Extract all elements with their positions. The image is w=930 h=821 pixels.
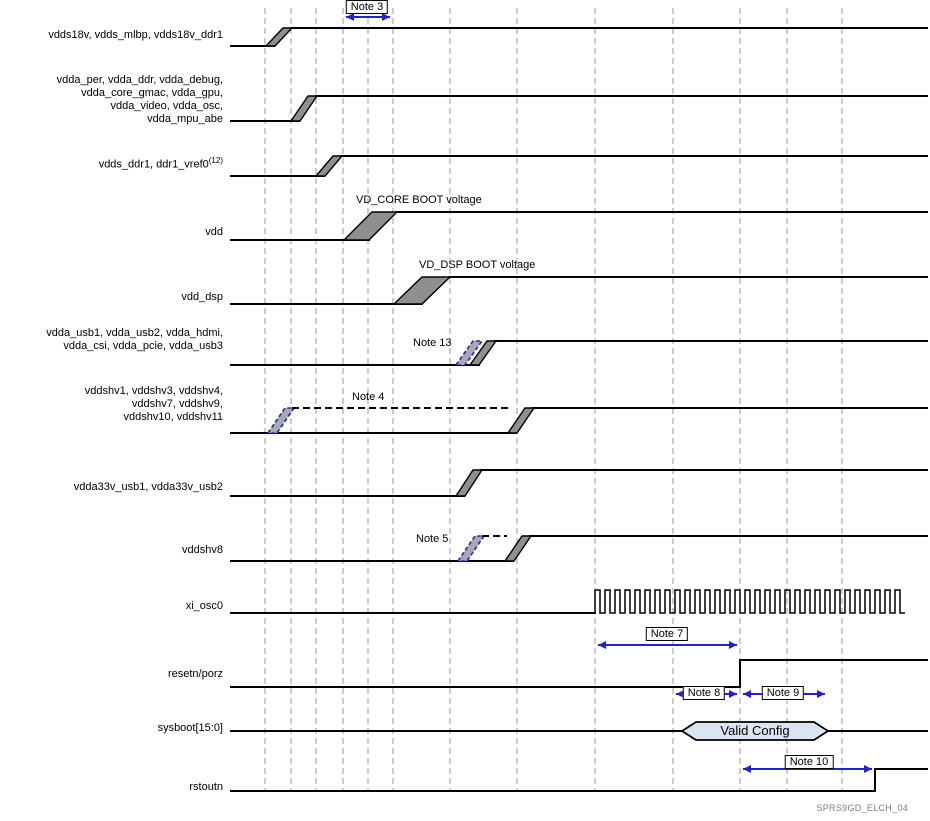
waveform-resetn-porz <box>230 659 928 688</box>
signal-label-superscript: (12) <box>208 156 223 165</box>
signal-label-vdds18v: vdds18v, vdds_mlbp, vdds18v_ddr1 <box>48 29 223 41</box>
note4-label: Note 4 <box>352 391 385 403</box>
waveform-vdda-usb-group <box>230 340 928 366</box>
signal-label-resetn-porz: resetn/porz <box>167 668 223 680</box>
signal-label-vddshv: vddshv1, vddshv3, vddshv4, vddshv7, vdds… <box>84 385 223 423</box>
signal-label-sysboot: sysboot[15:0] <box>157 722 223 734</box>
signal-label-vdda-per: vdda_per, vdda_ddr, vdda_debug, vdda_cor… <box>56 74 223 125</box>
waveform-vdd <box>230 211 928 241</box>
waveform-rstoutn <box>230 768 928 792</box>
signal-label-vddshv8: vddshv8 <box>182 544 223 556</box>
signal-label-vdd: vdd <box>205 226 223 238</box>
vd-core-boot-voltage-label: VD_CORE BOOT voltage <box>356 194 482 206</box>
waveform-vddshv8 <box>230 535 928 562</box>
waveform-vdda33v-usb <box>230 469 928 497</box>
sysboot-valid-config-value: Valid Config <box>720 723 790 738</box>
signal-label-vdda33v-usb: vdda33v_usb1, vdda33v_usb2 <box>73 481 223 493</box>
waveform-vdda-per-group <box>230 95 928 122</box>
note13-label: Note 13 <box>413 337 452 349</box>
signal-label-vdds-ddr1: vdds_ddr1, ddr1_vref0(12) <box>0 154 223 172</box>
figure-id-watermark: SPRS9GD_ELCH_04 <box>816 803 908 813</box>
signal-label-xi-osc0: xi_osc0 <box>185 600 223 612</box>
signal-label-rstoutn: rstoutn <box>189 781 223 793</box>
vd-dsp-boot-voltage-label: VD_DSP BOOT voltage <box>419 259 536 271</box>
waveform-vdds18v <box>230 27 928 47</box>
waveform-xi-osc0 <box>230 589 905 614</box>
note7-box: Note 7 <box>645 627 689 641</box>
signal-label-vdd-dsp: vdd_dsp <box>181 291 223 303</box>
note3-box: Note 3 <box>345 0 389 14</box>
waveform-vdds-ddr1 <box>230 155 928 177</box>
note8-box: Note 8 <box>682 686 726 700</box>
waveform-vdd-dsp <box>230 276 928 305</box>
signal-label-text: vdds_ddr1, ddr1_vref0 <box>98 158 209 171</box>
note9-box: Note 9 <box>761 686 805 700</box>
note5-label: Note 5 <box>416 533 449 545</box>
signal-label-vdda-usb: vdda_usb1, vdda_usb2, vdda_hdmi, vdda_cs… <box>46 327 223 352</box>
waveform-vddshv-group <box>230 407 928 434</box>
note10-box: Note 10 <box>784 755 834 769</box>
xi-osc0-clock <box>594 589 905 614</box>
waveform-sysboot <box>230 721 928 741</box>
